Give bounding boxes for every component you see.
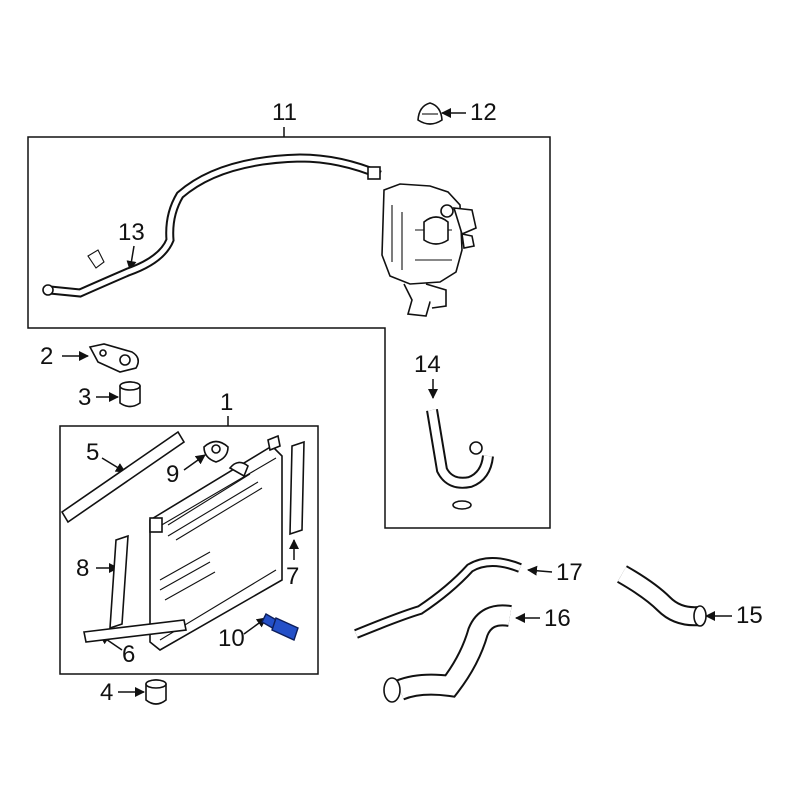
radiator-part <box>149 434 283 651</box>
callout-5: 5 <box>86 439 99 466</box>
callout-15: 15 <box>736 602 763 629</box>
callout-9: 9 <box>166 461 179 488</box>
reservoir-cap-part <box>417 102 443 125</box>
bushing-upper-part <box>119 381 141 408</box>
hose-15-part <box>617 565 707 627</box>
callout-13: 13 <box>118 219 145 246</box>
callout-7: 7 <box>286 563 299 590</box>
radiator-cap-part <box>203 440 229 463</box>
callout-2: 2 <box>40 343 53 370</box>
hose-17-part <box>354 557 522 639</box>
callout-11: 11 <box>272 99 297 126</box>
hose-16-part <box>383 604 512 703</box>
callout-6: 6 <box>122 641 135 668</box>
callout-12: 12 <box>470 99 497 126</box>
bushing-lower-part <box>145 679 167 705</box>
right-seal-part <box>289 440 305 536</box>
callout-4: 4 <box>100 679 113 706</box>
bracket-part <box>88 343 140 373</box>
callout-17: 17 <box>556 559 583 586</box>
callout-10: 10 <box>218 625 245 652</box>
upper-seal-part <box>60 430 186 524</box>
left-seal-part <box>109 534 129 630</box>
coolant-reservoir-part <box>381 183 477 317</box>
callout-16: 16 <box>544 605 571 632</box>
radiator-group-box <box>59 425 319 675</box>
reservoir-hose-part <box>42 153 382 298</box>
callout-3: 3 <box>78 384 91 411</box>
reservoir-group-box <box>27 136 551 529</box>
callout-8: 8 <box>76 555 89 582</box>
lower-seal-part <box>83 619 187 643</box>
overflow-hose-part <box>426 409 494 510</box>
callout-14: 14 <box>414 351 441 378</box>
bolt-part <box>261 613 299 641</box>
callout-1: 1 <box>220 389 233 416</box>
